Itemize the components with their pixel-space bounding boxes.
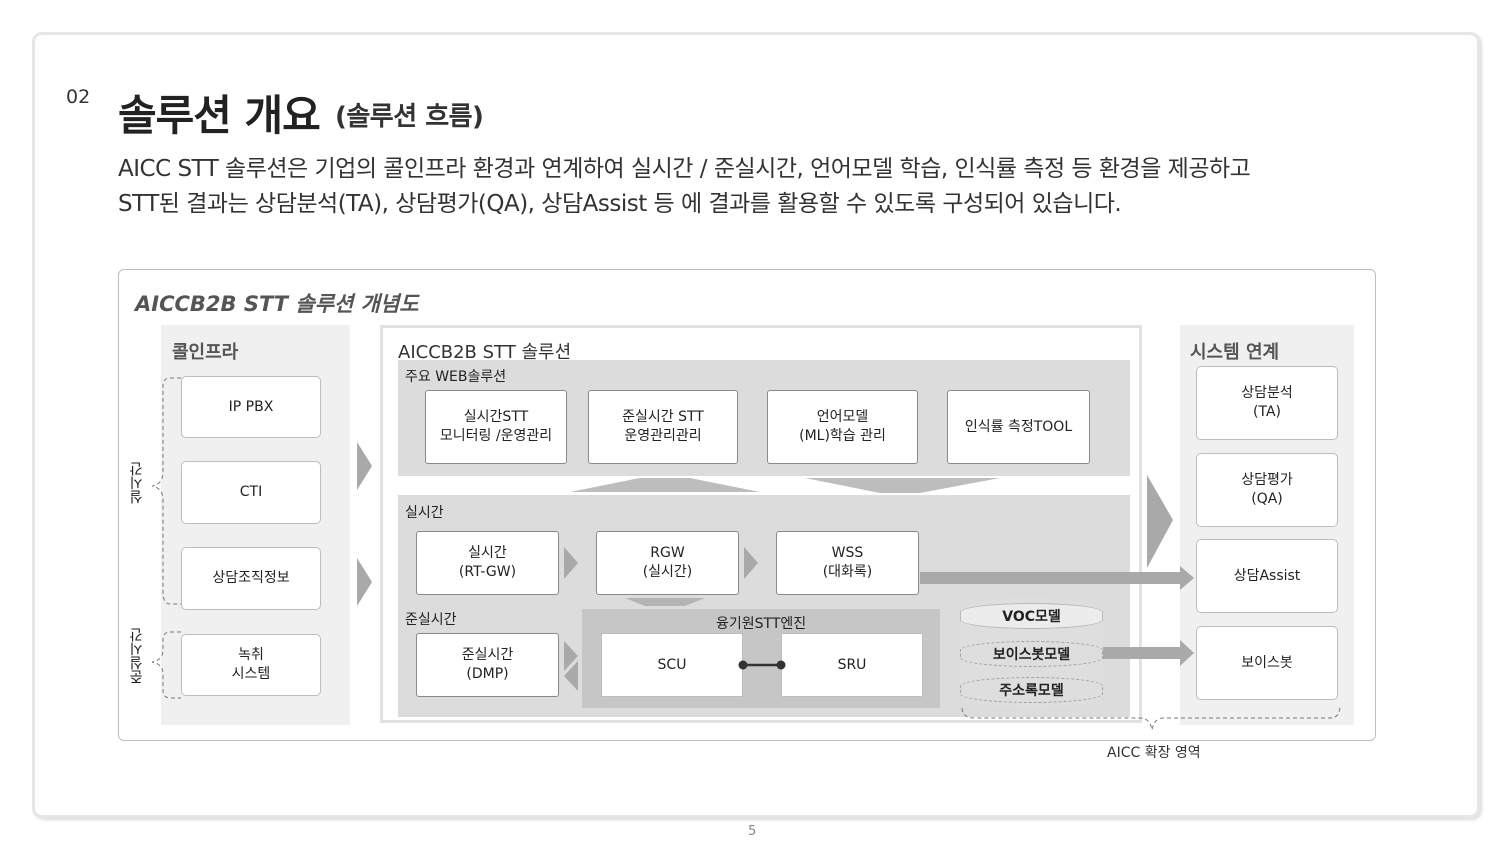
accuracy-tool-box: 인식률 측정TOOL [947,390,1090,464]
address-model: 주소록모델 [960,677,1103,703]
stt-engine-label: 융기원STT엔진 [716,616,807,632]
voc-model: VOC모델 [960,603,1103,629]
dmp-box: 준실시간 (DMP) [416,633,559,697]
aicc-extension-label: AICC 확장 영역 [1107,745,1201,761]
chevron-arrow-1 [357,442,372,490]
cti-box: CTI [181,461,321,524]
description-line-2: STT된 결과는 상담분석(TA), 상담평가(QA), 상담Assist 등 … [118,191,1122,217]
rt-gw-box: 실시간 (RT-GW) [416,531,559,595]
engine-trapezoid-arrow [625,598,705,606]
voicebot-model: 보이스봇모델 [960,641,1103,667]
web-solution-label: 주요 WEB솔루션 [405,369,507,385]
nrt-admin-box: 준실시간 STT 운영관리관리 [588,390,738,464]
sru-box: SRU [781,633,923,697]
small-arrow-3 [564,641,578,671]
small-arrow-1 [564,547,578,579]
model-to-voicebot-arrow [1103,640,1194,666]
scu-node [738,660,748,670]
ip-pbx-box: IP PBX [181,376,321,438]
rt-monitoring-box: 실시간STT 모니터링 /운영관리 [425,390,567,464]
rgw-box: RGW (실시간) [596,531,739,595]
scu-box: SCU [601,633,743,697]
sru-node [776,660,786,670]
chevron-arrow-2 [357,558,372,606]
recording-system-box: 녹취 시스템 [181,634,321,696]
page-title: 솔루션 개요 [118,91,321,140]
ta-box: 상담분석 (TA) [1196,366,1338,440]
up-trapezoid-arrow [570,478,760,492]
qa-box: 상담평가 (QA) [1196,453,1338,527]
wss-box: WSS (대화록) [776,531,919,595]
voicebot-box: 보이스봇 [1196,626,1338,700]
lm-training-box: 언어모델 (ML)학습 관리 [767,390,918,464]
realtime-bracket [151,377,181,605]
chevron-arrow-3 [1147,475,1173,568]
page-number: 5 [748,824,757,839]
section-number: 02 [66,86,91,108]
near-realtime-label: 준실시간 [405,612,457,628]
org-info-box: 상담조직정보 [181,547,321,610]
solution-label: AICCB2B STT 솔루션 [398,342,572,363]
aicc-extension-brace [961,705,1341,731]
description-line-1: AICC STT 솔루션은 기업의 콜인프라 환경과 연계하여 실시간 / 준실… [118,156,1251,182]
integration-label: 시스템 연계 [1190,342,1280,363]
infra-label: 콜인프라 [172,342,239,363]
assist-box: 상담Assist [1196,539,1338,613]
slide-frame [32,32,1480,818]
small-arrow-2 [744,547,758,579]
down-trapezoid-arrow [805,478,1000,493]
page-subtitle: (솔루션 흐름) [335,102,484,132]
near-realtime-bracket [151,631,181,699]
small-arrow-4 [564,661,578,691]
realtime-label: 실시간 [405,505,444,521]
diagram-title: AICCB2B STT 솔루션 개념도 [135,292,419,316]
wss-to-assist-arrow [920,566,1194,590]
